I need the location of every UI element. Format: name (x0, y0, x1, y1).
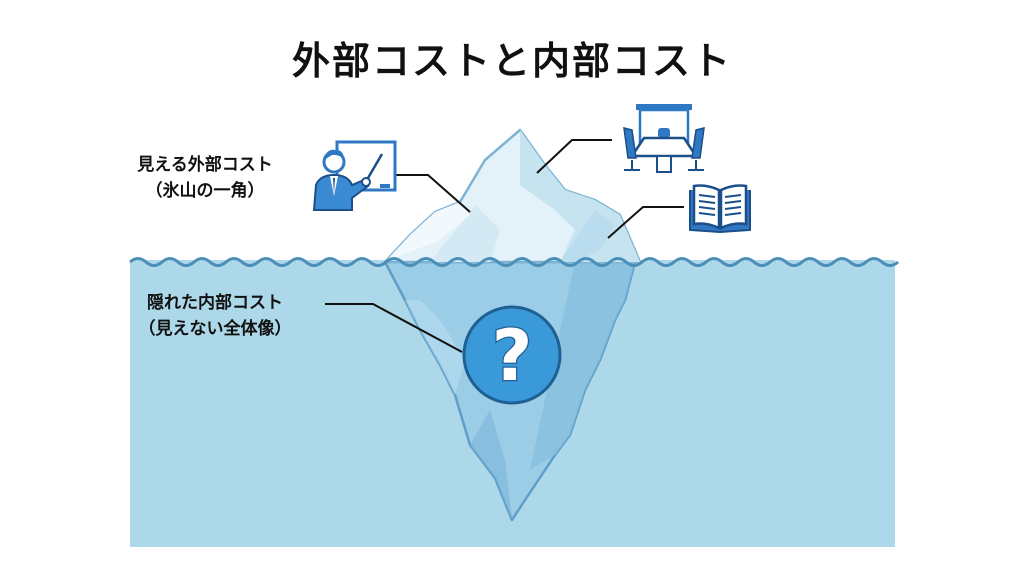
svg-text:?: ? (492, 315, 533, 397)
connector-visible (385, 174, 471, 213)
hidden-cost-line2: （見えない全体像） (138, 319, 292, 339)
meeting-room-icon (623, 104, 705, 173)
connector-hidden (325, 303, 463, 353)
visible-cost-label: 見える外部コスト （氷山の一角） (100, 152, 310, 204)
connector-book (607, 206, 684, 239)
visible-cost-line2: （氷山の一角） (145, 181, 265, 201)
waterline-wave (129, 257, 899, 267)
question-mark-icon: ? (462, 305, 562, 405)
visible-cost-line1: 見える外部コスト (137, 155, 273, 175)
open-book-icon (689, 184, 751, 234)
iceberg-tip (383, 128, 642, 264)
teacher-whiteboard-icon (312, 140, 397, 211)
hidden-cost-label: 隠れた内部コスト （見えない全体像） (110, 290, 320, 342)
connector-meeting (536, 139, 612, 174)
hidden-cost-line1: 隠れた内部コスト (147, 293, 283, 313)
page-title: 外部コストと内部コスト (291, 39, 732, 83)
